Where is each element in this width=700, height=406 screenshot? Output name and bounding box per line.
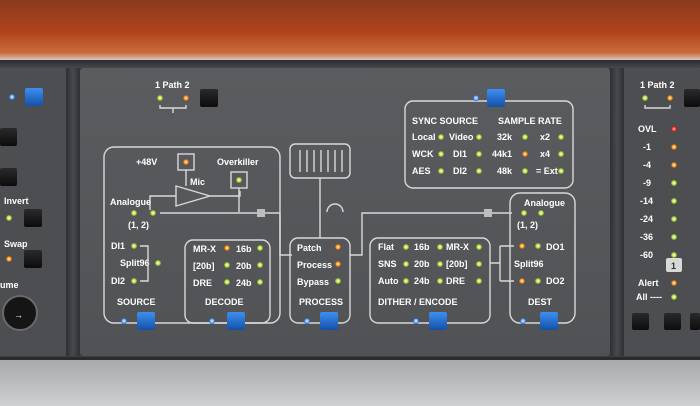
process-bypass: Bypass [297,277,329,287]
dest-do1-label: DO1 [546,242,565,252]
rate-32k: 32k [497,132,513,142]
right-panel-edge [624,68,700,356]
meter-1: -1 [643,142,651,152]
left-divider [66,68,80,356]
source-di2-label: DI2 [111,276,125,286]
right-black-button-2[interactable] [664,313,681,330]
sync-local: Local [412,132,436,142]
decode-16b: 16b [236,244,252,254]
decode-20b: 20b [236,261,252,271]
all-label: All ---- [636,292,662,302]
sync-source-title: SYNC SOURCE [412,116,478,126]
meter-channel: 1 [671,261,676,271]
sample-rate-title: SAMPLE RATE [498,116,562,126]
rate-ext: = Ext [536,166,558,176]
source-di1-label: DI1 [111,241,125,251]
decode-mrx: MR-X [193,244,216,254]
dither-20b-bracket: [20b] [446,259,468,269]
dither-flat: Flat [378,242,394,252]
dither-16b: 16b [414,242,430,252]
invert-label: Invert [4,196,29,206]
source-button[interactable] [137,312,155,330]
alert-label: Alert [638,278,659,288]
path-left-button[interactable] [200,89,218,107]
phantom-label: +48V [136,157,157,167]
meter-4: -4 [643,160,651,170]
meter-ovl: OVL [638,124,657,134]
meter-9: -9 [643,178,651,188]
meter-24: -24 [640,214,653,224]
left-black-button-1[interactable] [0,128,17,146]
sync-di2: DI2 [453,166,467,176]
decode-dre: DRE [193,278,212,288]
dither-button[interactable] [429,312,447,330]
decode-title: DECODE [205,297,244,307]
swap-label: Swap [4,239,28,249]
source-split-label: Split96 [120,258,150,268]
headphones-icon [326,203,344,213]
dest-button[interactable] [540,312,558,330]
dest-analogue-label: Analogue [524,198,565,208]
sync-button[interactable] [487,89,505,107]
rate-x4: x4 [540,149,550,159]
meter-14: -14 [640,196,653,206]
right-black-button-3[interactable] [690,313,700,330]
decode-24b: 24b [236,278,252,288]
sync-wck: WCK [412,149,434,159]
decode-20b-bracket: [20b] [193,261,215,271]
swap-button[interactable] [24,250,42,268]
dither-mrx: MR-X [446,242,469,252]
dither-title: DITHER / ENCODE [378,297,458,307]
path-right-button[interactable] [684,89,700,107]
dither-dre: DRE [446,276,465,286]
right-divider [610,68,624,356]
dither-24b: 24b [414,276,430,286]
arrow-icon: → [14,310,23,320]
dest-split-label: Split96 [514,259,544,269]
decode-button[interactable] [227,312,245,330]
path-left-label: 1 Path 2 [155,80,190,90]
level-meter: OVL -1 -4 -9 -14 -24 -36 -60 1 Alert All… [636,124,682,302]
right-black-button-1[interactable] [632,313,649,330]
overkiller-label: Overkiller [217,157,259,167]
source-analogue-channels: (1, 2) [128,220,149,230]
rate-x2: x2 [540,132,550,142]
dither-auto: Auto [378,276,399,286]
process-process: Process [297,260,332,270]
path-right-label: 1 Path 2 [640,80,675,90]
process-button[interactable] [320,312,338,330]
meter-60: -60 [640,250,653,260]
rate-48k: 48k [497,166,513,176]
meter-36: -36 [640,232,653,242]
process-title: PROCESS [299,297,343,307]
dest-title: DEST [528,297,553,307]
dither-sns: SNS [378,259,397,269]
rate-44k1: 44k1 [492,149,512,159]
volume-label: ume [0,280,19,290]
left-edge-controls: Invert Swap ume → [0,88,43,331]
process-patch: Patch [297,243,322,253]
left-blue-button[interactable] [25,88,43,106]
left-black-button-2[interactable] [0,168,17,186]
volume-knob[interactable] [2,295,38,331]
source-analogue-label: Analogue [110,197,151,207]
patchbay-icon [289,143,351,179]
sync-di1: DI1 [453,149,467,159]
rack-below [0,360,700,406]
dest-do2-label: DO2 [546,276,565,286]
sync-video: Video [449,132,474,142]
dest-analogue-channels: (1, 2) [517,220,538,230]
source-title: SOURCE [117,297,156,307]
dither-20b: 20b [414,259,430,269]
sync-aes: AES [412,166,431,176]
invert-button[interactable] [24,209,42,227]
mic-label: Mic [190,177,205,187]
